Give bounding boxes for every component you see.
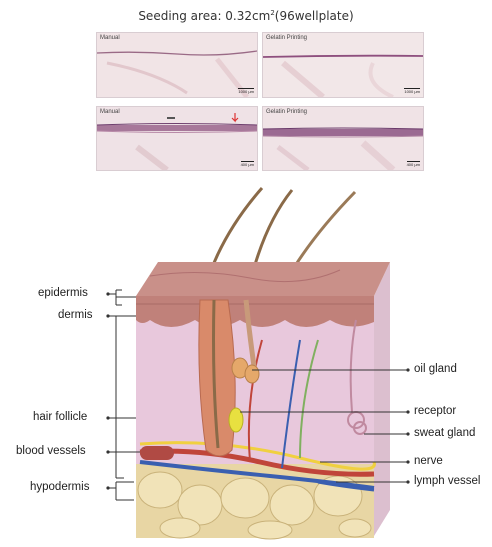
label-nerve: nerve bbox=[414, 455, 443, 467]
label-receptor: receptor bbox=[414, 405, 456, 417]
label-dermis: dermis bbox=[58, 309, 93, 321]
label-oil-gland: oil gland bbox=[414, 363, 457, 375]
label-sweat-gland: sweat gland bbox=[414, 427, 475, 439]
epidermis-top-surface bbox=[136, 262, 390, 296]
hair-shaft bbox=[254, 190, 292, 268]
label-brackets bbox=[108, 290, 140, 500]
label-hypodermis: hypodermis bbox=[30, 481, 89, 493]
label-epidermis: epidermis bbox=[38, 287, 88, 299]
blood-vessel-tube bbox=[140, 446, 174, 460]
label-hair-follicle: hair follicle bbox=[33, 411, 87, 423]
label-lymph-vessel: lymph vessel bbox=[414, 475, 480, 487]
hair-shaft bbox=[295, 192, 355, 266]
skin-block-side bbox=[374, 262, 390, 536]
label-dots bbox=[106, 292, 109, 489]
label-blood-vessels: blood vessels bbox=[16, 445, 86, 457]
epidermis-layer bbox=[136, 296, 374, 327]
